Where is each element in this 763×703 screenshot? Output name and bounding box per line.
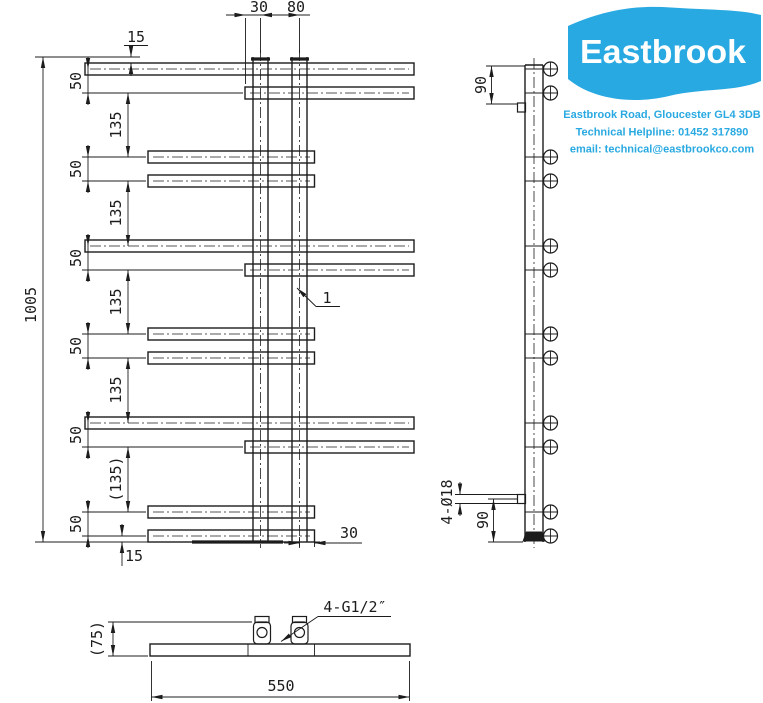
dim-top-inset: 15 xyxy=(124,28,148,76)
dim-label-30-top: 30 xyxy=(250,0,268,16)
towel-rails xyxy=(84,62,415,543)
eastbrook-logo-text: Eastbrook xyxy=(580,33,747,70)
dim-label-bracket-spec: 4-Ø18 xyxy=(438,479,456,524)
dim-bottom-bracket: 90 xyxy=(474,498,523,543)
logo-address-line: Eastbrook Road, Gloucester GL4 3DB xyxy=(563,109,760,121)
dim-depth: (75) xyxy=(88,621,252,657)
dim-label-15-bottom: 15 xyxy=(125,547,143,565)
dim-label-135-1: 135 xyxy=(107,111,125,138)
rail xyxy=(244,86,415,100)
rail-end-circles xyxy=(525,61,559,544)
dim-width: 550 xyxy=(151,661,410,701)
dim-label-1005: 1005 xyxy=(22,287,40,323)
dim-label-135-5: (135) xyxy=(107,456,125,501)
rail xyxy=(147,150,316,164)
rail xyxy=(244,263,415,277)
dim-label-50-5: 50 xyxy=(67,426,85,444)
rail xyxy=(147,327,316,341)
dim-label-15-top: 15 xyxy=(127,28,145,46)
valve-connection-left xyxy=(252,615,272,645)
rail xyxy=(84,416,415,430)
dim-label-50-2: 50 xyxy=(67,160,85,178)
dim-label-90-bottom: 90 xyxy=(474,511,492,529)
dim-bottom-inset: 15 xyxy=(119,524,143,566)
dim-label-50-1: 50 xyxy=(67,72,85,90)
dim-label-depth: (75) xyxy=(88,621,106,657)
item-leader: 1 xyxy=(296,287,340,307)
eastbrook-logo-flag xyxy=(568,6,761,101)
dim-label-50-3: 50 xyxy=(67,249,85,267)
dim-connection-spec: 4-G1/2″ xyxy=(280,598,391,642)
logo-block: Eastbrook Eastbrook Road, Gloucester GL4… xyxy=(563,6,761,156)
logo-helpline-line: Technical Helpline: 01452 317890 xyxy=(576,127,749,139)
rail xyxy=(147,505,316,519)
dim-rail-pairs: 50 50 50 50 50 50 xyxy=(67,57,91,548)
rail xyxy=(84,62,415,76)
dim-pair-gaps: 135 135 135 135 (135) xyxy=(107,93,131,512)
rail xyxy=(147,174,316,188)
front-view: 1005 50 50 50 50 50 xyxy=(22,0,415,566)
dim-top-tubes: 30 80 xyxy=(226,0,310,84)
dim-label-50-6: 50 xyxy=(67,515,85,533)
dim-bracket-spec: 4-Ø18 xyxy=(438,479,518,525)
dim-label-50-4: 50 xyxy=(67,337,85,355)
dim-label-135-2: 135 xyxy=(107,199,125,226)
top-rail-plan xyxy=(149,643,411,657)
vertical-tubes xyxy=(192,50,309,548)
logo-email-line: email: technical@eastbrookco.com xyxy=(570,144,755,156)
dim-bottom-overhang: 30 xyxy=(284,524,362,547)
bottom-foot xyxy=(522,531,546,542)
rail xyxy=(244,440,415,454)
rail xyxy=(147,351,316,365)
dim-label-80: 80 xyxy=(287,0,305,16)
item-number-label: 1 xyxy=(322,289,331,307)
dim-label-90-top: 90 xyxy=(472,76,490,94)
dim-label-135-3: 135 xyxy=(107,288,125,315)
dim-label-width: 550 xyxy=(267,677,294,695)
dim-overall-height: 1005 xyxy=(22,57,46,542)
dim-label-30-bottom: 30 xyxy=(340,524,358,542)
side-view: 90 90 4-Ø18 xyxy=(438,58,559,548)
dim-top-bracket: 90 xyxy=(472,65,525,105)
bottom-view: (75) 550 4-G1/2″ xyxy=(88,598,411,701)
dim-label-135-4: 135 xyxy=(107,376,125,403)
dim-label-connection-spec: 4-G1/2″ xyxy=(323,598,386,616)
extension-lines xyxy=(35,56,320,543)
rail xyxy=(84,239,415,253)
wall-bracket-top xyxy=(516,102,527,113)
valve-connection-right xyxy=(290,615,309,645)
